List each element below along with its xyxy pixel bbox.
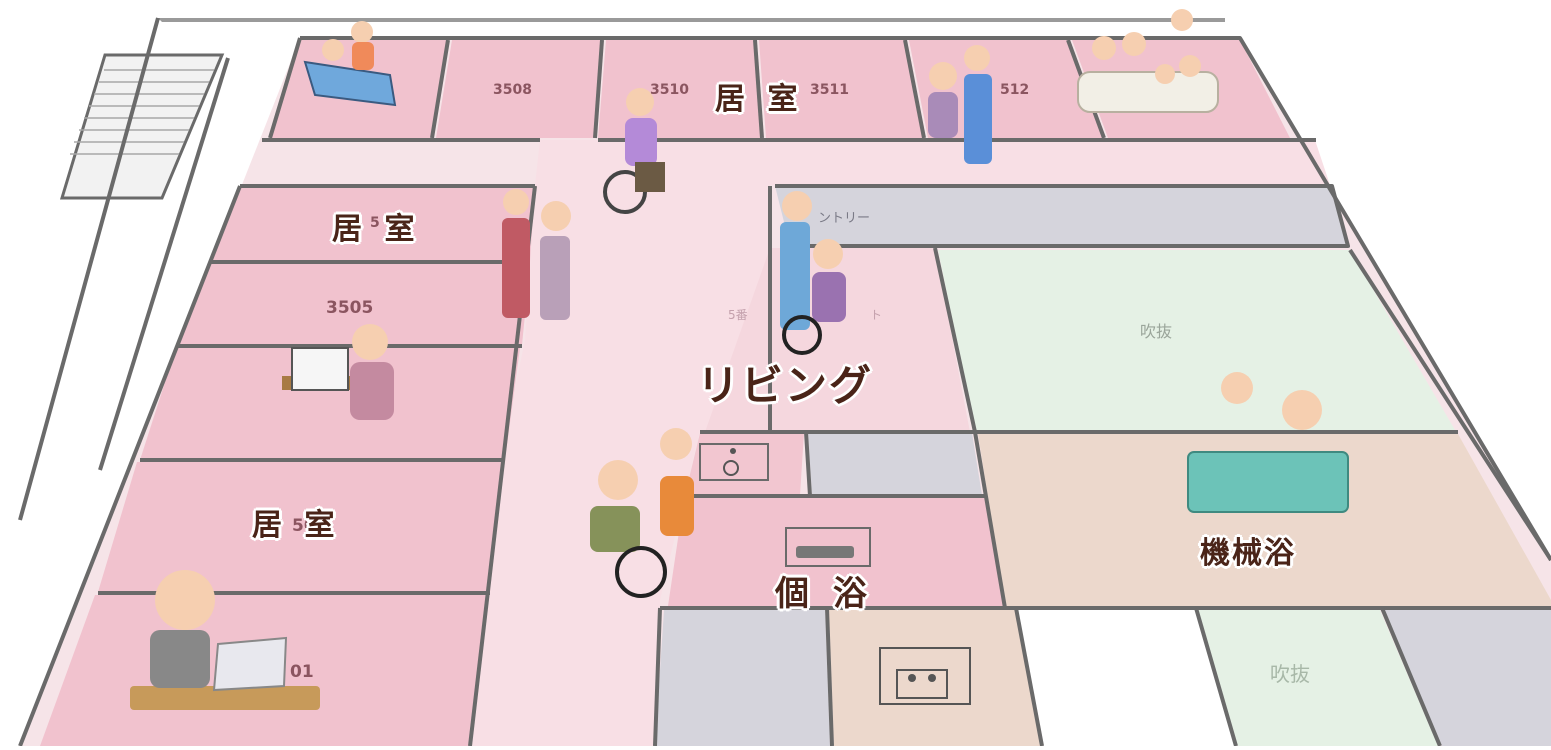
- couple-figure: [928, 45, 992, 164]
- walking-pair-figure: [502, 189, 571, 320]
- room-3504: [140, 348, 520, 460]
- room-number-3508: 3508: [493, 82, 532, 98]
- room-number-3505: 3505: [326, 298, 374, 318]
- family-sofa-figure: [1077, 9, 1219, 113]
- pantry: [775, 186, 1348, 246]
- room-number-3501: 01: [290, 662, 314, 682]
- room-3508: [436, 40, 602, 138]
- room-3511: [759, 40, 924, 138]
- pantry-label: ントリー: [818, 211, 871, 226]
- machine-bath-label: 機械浴: [1200, 536, 1296, 571]
- living-sub-label: 5番: [728, 308, 748, 322]
- accessible-toilet: [685, 433, 804, 495]
- grey-room-a: [808, 433, 982, 495]
- white-area: [1018, 610, 1235, 746]
- void-area-2: [1198, 610, 1438, 746]
- staircase: [18, 17, 1225, 521]
- laptop-resident-figure: [130, 570, 320, 710]
- room-number-3511: 3511: [810, 82, 849, 98]
- room-label-left-lower: 居 室: [252, 508, 341, 543]
- void-label-2: 吹抜: [1270, 662, 1310, 686]
- room-number-3512: 512: [1000, 82, 1030, 98]
- living-sub-label-2: ト: [870, 308, 883, 322]
- caregiver-wheelchair-figure: [780, 191, 846, 355]
- room-number-3510: 3510: [650, 82, 689, 98]
- machine-bath-room: [978, 434, 1551, 606]
- accessible-icon: [699, 443, 769, 481]
- room-number-3503: 50: [292, 516, 316, 536]
- void-area-1: [938, 250, 1455, 430]
- private-bath-label: 個 浴: [775, 574, 873, 614]
- bathtub-icon: [785, 527, 871, 567]
- room-3503: [98, 462, 503, 592]
- room-3506: [210, 186, 535, 262]
- room-number-3506: 5: [370, 215, 380, 231]
- void-label-1: 吹抜: [1140, 322, 1173, 341]
- tablet-resident-figure: [282, 324, 394, 420]
- wheelchair-push-figure: [590, 428, 694, 598]
- wheelchair-resident-figure: [603, 88, 665, 214]
- room-3505: [178, 264, 530, 345]
- room-label-left-upper: 居 室: [332, 212, 421, 247]
- grey-room-b: [655, 610, 830, 746]
- living-label: リビング: [697, 361, 874, 410]
- resident-bed-figure: [303, 21, 397, 107]
- bathing-figure: [1187, 372, 1349, 513]
- grey-room-c: [1384, 610, 1551, 746]
- room-label-top: 居 室: [715, 82, 804, 117]
- elevator-icon: [879, 647, 971, 705]
